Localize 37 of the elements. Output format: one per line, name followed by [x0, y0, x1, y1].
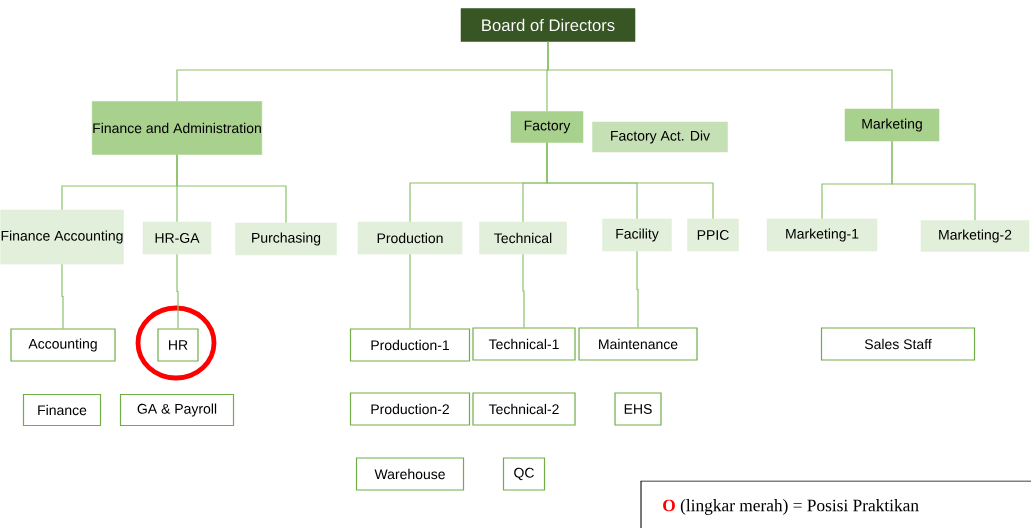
section-box: Purchasing — [235, 222, 337, 256]
unit-box: HR — [157, 328, 199, 362]
department-box: Finance and Administration — [91, 101, 263, 155]
section-box: PPIC — [687, 218, 739, 252]
connector — [176, 253, 179, 329]
unit-box: EHS — [614, 392, 662, 426]
connector — [636, 250, 639, 328]
legend: O (lingkar merah) = Posisi Praktikan — [640, 480, 1031, 528]
connector — [522, 253, 525, 328]
connector — [547, 41, 893, 110]
department-box: Marketing — [844, 108, 940, 142]
connector — [61, 263, 64, 329]
connector — [176, 154, 287, 224]
section-box: Facility — [602, 218, 672, 252]
section-box: Technical — [479, 221, 567, 255]
unit-box: Production-2 — [349, 392, 471, 426]
department-box: Factory Act. Div — [592, 121, 728, 153]
unit-box: Technical-2 — [472, 392, 576, 426]
unit-box: GA & Payroll — [119, 393, 235, 427]
section-box: Production — [357, 221, 463, 255]
section-box: Marketing-1 — [766, 218, 878, 252]
unit-box: Warehouse — [355, 457, 465, 491]
department-box: Factory — [510, 111, 584, 143]
title-box: Board of Directors — [460, 8, 636, 42]
connector — [546, 142, 714, 220]
unit-box: Accounting — [10, 328, 116, 362]
unit-box: Sales Staff — [820, 327, 976, 361]
connector — [409, 253, 411, 329]
section-box: Finance Accounting — [0, 209, 124, 265]
section-box: Marketing-2 — [920, 220, 1030, 252]
connector — [891, 140, 976, 221]
unit-box: Finance — [22, 393, 102, 427]
unit-box: Maintenance — [578, 327, 698, 361]
unit-box: QC — [502, 457, 546, 491]
section-box: HR-GA — [142, 221, 212, 255]
unit-box: Technical-1 — [472, 327, 576, 361]
unit-box: Production-1 — [349, 328, 471, 362]
